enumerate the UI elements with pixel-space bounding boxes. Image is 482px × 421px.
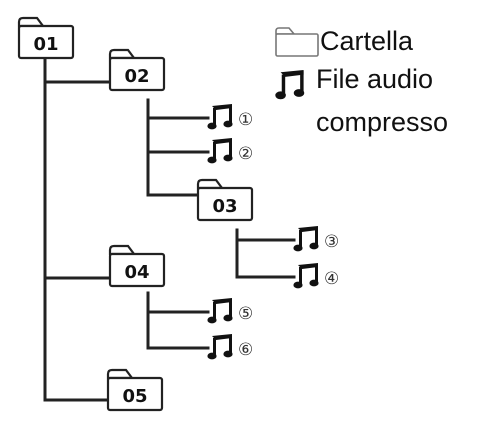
audio-file-number-4: ④ — [324, 269, 339, 289]
legend-audio-label-line1: File audio — [316, 64, 433, 94]
folder-04: 04 — [108, 244, 166, 288]
tree-connectors — [43, 56, 296, 402]
music-note-icon — [207, 138, 233, 164]
folder-label-02: 02 — [124, 66, 149, 87]
audio-file-6: ⑥ — [207, 334, 253, 360]
audio-file-1: ① — [207, 104, 253, 130]
legend: Cartella File audio compresso — [275, 26, 448, 137]
connector-02-trunk — [146, 98, 200, 197]
legend-folder-label: Cartella — [320, 26, 414, 56]
audio-file-number-2: ② — [238, 144, 253, 164]
music-note-icon — [293, 263, 319, 289]
audio-file-3: ③ — [293, 226, 339, 252]
connector-01-trunk — [43, 56, 110, 402]
audio-file-number-5: ⑤ — [238, 304, 253, 324]
folder-label-03: 03 — [212, 196, 237, 217]
audio-file-number-6: ⑥ — [238, 340, 253, 360]
music-note-icon — [293, 226, 319, 252]
music-note-icon — [207, 334, 233, 360]
audio-file-number-1: ① — [238, 110, 253, 130]
legend-audio-label-line2: compresso — [316, 107, 448, 137]
folder-01: 01 — [17, 16, 75, 60]
folder-label-04: 04 — [124, 262, 149, 283]
folder-label-05: 05 — [122, 386, 147, 407]
audio-file-number-3: ③ — [324, 232, 339, 252]
music-note-icon — [275, 70, 305, 100]
audio-file-2: ② — [207, 138, 253, 164]
legend-folder-icon — [275, 27, 319, 57]
folder-label-01: 01 — [33, 34, 58, 55]
music-note-icon — [207, 104, 233, 130]
folder-02: 02 — [108, 48, 166, 92]
connector-03-trunk — [235, 228, 296, 279]
connector-04-trunk — [146, 291, 210, 350]
music-note-icon — [207, 298, 233, 324]
folder-05: 05 — [106, 368, 164, 412]
audio-file-5: ⑤ — [207, 298, 253, 324]
folder-03: 03 — [196, 178, 254, 222]
audio-file-4: ④ — [293, 263, 339, 289]
